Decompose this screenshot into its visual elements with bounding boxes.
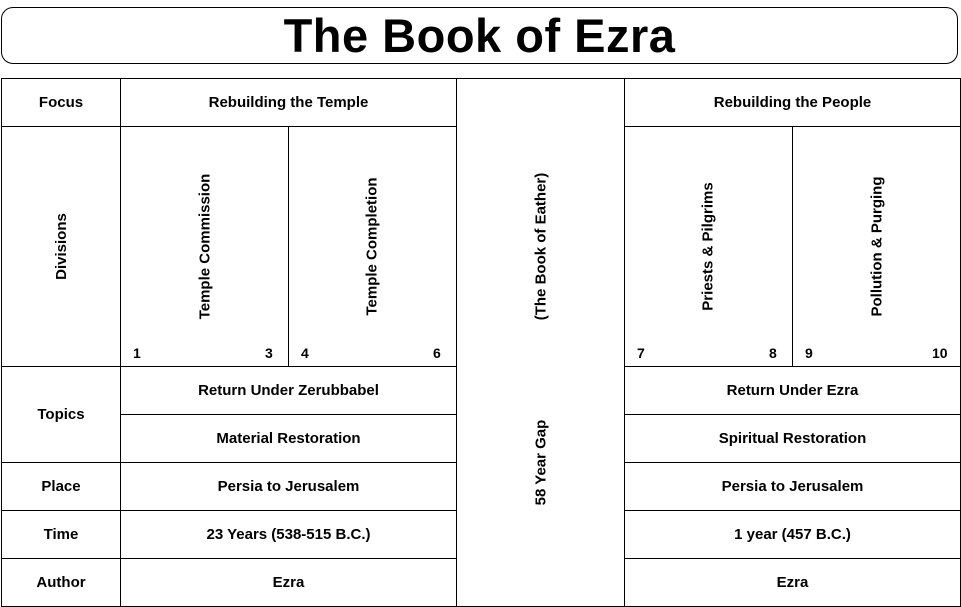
topics-label: Topics: [1, 366, 121, 463]
topic-left-2: Material Restoration: [120, 414, 457, 463]
topic-right-2: Spiritual Restoration: [624, 414, 961, 463]
focus-right: Rebuilding the People: [624, 78, 961, 127]
place-label: Place: [1, 462, 121, 511]
division-pollution-purging: Pollution & Purging: [792, 126, 961, 367]
chapter-end-6: 6: [431, 345, 443, 361]
chapter-end-8: 8: [767, 345, 779, 361]
page-title: The Book of Ezra: [283, 9, 676, 62]
chapter-start-4: 4: [299, 345, 311, 361]
topic-right-1: Return Under Ezra: [624, 366, 961, 415]
topic-left-1: Return Under Zerubbabel: [120, 366, 457, 415]
chapter-start-9: 9: [803, 345, 815, 361]
chapter-end-10: 10: [930, 345, 950, 361]
year-gap-label: 58 Year Gap: [532, 419, 549, 506]
gap-column: [456, 78, 625, 607]
chapter-end-3: 3: [263, 345, 275, 361]
author-label: Author: [1, 558, 121, 607]
focus-label: Focus: [1, 78, 121, 127]
time-label: Time: [1, 510, 121, 559]
author-left: Ezra: [120, 558, 457, 607]
author-right: Ezra: [624, 558, 961, 607]
chapter-start-1: 1: [131, 345, 143, 361]
chapter-start-7: 7: [635, 345, 647, 361]
divisions-label: Divisions: [1, 126, 121, 367]
focus-left: Rebuilding the Temple: [120, 78, 457, 127]
title-banner: The Book of Ezra: [1, 7, 958, 64]
place-right: Persia to Jerusalem: [624, 462, 961, 511]
book-of-eather-label: (The Book of Eather): [531, 172, 549, 321]
time-right: 1 year (457 B.C.): [624, 510, 961, 559]
place-left: Persia to Jerusalem: [120, 462, 457, 511]
time-left: 23 Years (538-515 B.C.): [120, 510, 457, 559]
division-temple-completion: Temple Completion: [288, 126, 457, 367]
division-priests-pilgrims: Priests & Pilgrims: [624, 126, 793, 367]
division-temple-commission: Temple Commission: [120, 126, 289, 367]
